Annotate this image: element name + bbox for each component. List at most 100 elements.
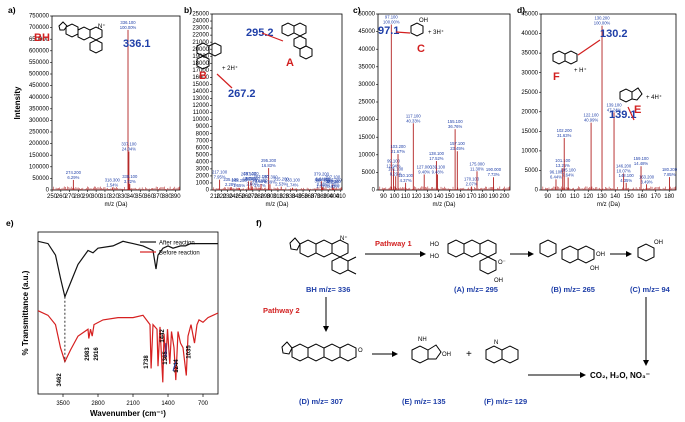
plot-frame xyxy=(540,13,677,191)
molecule-bh: N⁺ xyxy=(58,21,106,54)
peak-label: 297.300 xyxy=(262,174,278,179)
peak-label: 47.24% xyxy=(607,107,621,112)
y-axis-label: % Transmittance (a.u.) xyxy=(21,270,30,355)
peak-label: 318.300 xyxy=(105,178,121,183)
peak-label: 4.39% xyxy=(264,179,276,184)
arrow-head-final-2 xyxy=(643,360,649,366)
peak-label: 146.200 xyxy=(616,163,632,168)
peak-label: 6.73% xyxy=(245,176,257,181)
peak-label: 217.100 xyxy=(212,170,228,175)
peak-label: 148.100 xyxy=(619,173,635,178)
oh-label-c: OH xyxy=(419,18,428,24)
x-tick-label: 90 xyxy=(380,194,387,200)
x-tick-label: 260 xyxy=(56,194,67,200)
species-label-f: F xyxy=(553,71,560,83)
peak-label: 2.28% xyxy=(225,182,237,187)
peak-label: 159.100 xyxy=(633,156,649,161)
arrow-head-final-1 xyxy=(580,372,586,378)
peak-highlight-b-main: 295.2 xyxy=(246,27,274,39)
peak-label: 139.100 xyxy=(606,102,622,107)
peak-label: 338.100 xyxy=(122,174,138,179)
y-tick-label: 200000 xyxy=(29,141,50,147)
y-tick-label: 24000 xyxy=(192,19,209,25)
peak-label: 155.100 xyxy=(448,119,464,124)
peak-label: 7.64% xyxy=(562,172,574,177)
peak-label: 103.200 xyxy=(390,144,406,149)
y-tick-label: 21000 xyxy=(192,40,209,46)
chart-b: 0100020003000400050006000700080009000100… xyxy=(192,12,346,208)
y-tick-label: 5000 xyxy=(362,170,376,176)
panel-label-b: b) xyxy=(184,5,192,15)
x-tick-label: 150 xyxy=(624,194,635,200)
charge-c: + 3H⁺ xyxy=(428,29,444,36)
y-tick-label: 8000 xyxy=(196,131,210,137)
x-tick-label: 300 xyxy=(91,194,102,200)
x-tick-label: 160 xyxy=(637,194,648,200)
peak-label: 100.00% xyxy=(383,20,400,25)
y-tick-label: 20000 xyxy=(358,117,375,123)
peak-label: 4.25% xyxy=(327,179,339,184)
molecule-a-large xyxy=(447,239,497,275)
peak-label: 2.60% xyxy=(246,182,258,187)
b-oh-1: OH xyxy=(596,252,605,258)
peak-label: 14.48% xyxy=(634,161,648,166)
y-tick-label: 500000 xyxy=(29,72,50,78)
y-tick-label: 550000 xyxy=(29,60,50,66)
x-tick-label: 260 xyxy=(242,194,253,200)
y-tick-label: 16000 xyxy=(192,75,209,81)
species-label-bh: BH xyxy=(34,32,50,44)
legend-label: Before reaction xyxy=(159,251,200,257)
y-tick-label: 350000 xyxy=(29,106,50,112)
peak-label: 315.200 xyxy=(274,177,290,182)
peak-label: 9.48% xyxy=(432,169,444,174)
peak-label: 295.200 xyxy=(261,158,277,163)
peak-label: 101.100 xyxy=(388,166,404,171)
x-tick-label: 350 xyxy=(298,194,309,200)
peak-label: 110.100 xyxy=(398,173,413,178)
y-tick-label: 35000 xyxy=(358,64,375,70)
arrow-d-sec xyxy=(627,106,635,121)
y-tick-label: 11000 xyxy=(193,110,210,116)
molecule-a-inset xyxy=(281,22,313,60)
arrow-head-p1 xyxy=(420,251,426,257)
peak-label: 235.100 xyxy=(223,177,239,182)
y-axis-label: Intensity xyxy=(13,86,22,119)
species-label-e: E xyxy=(634,104,641,116)
peak-annotation: 1442 xyxy=(160,329,166,343)
peak-label: 381.300 xyxy=(315,177,331,182)
x-tick-label: 190 xyxy=(488,194,499,200)
peak-label: 21.67% xyxy=(391,149,405,154)
a-oh-3: OH xyxy=(494,278,503,284)
x-axis-label: m/z (Da) xyxy=(105,202,128,208)
x-tick-label: 370 xyxy=(153,194,164,200)
x-tick-label: 210 xyxy=(210,194,221,200)
peak-label: 263.100 xyxy=(241,171,257,176)
peak-annotation: 2983 xyxy=(85,347,91,361)
peak-annotation: 1035 xyxy=(186,345,192,359)
x-tick-label: 410 xyxy=(336,194,347,200)
highlight-arrows xyxy=(216,31,635,121)
x-tick-label: 380 xyxy=(162,194,173,200)
arrow-b-main xyxy=(261,32,284,42)
x-tick-label: 390 xyxy=(171,194,182,200)
peak-label: 102.200 xyxy=(557,128,573,133)
peak-label: 398.100 xyxy=(326,179,342,184)
y-tick-label: 5000 xyxy=(196,152,210,158)
x-tick-label: 180 xyxy=(664,194,675,200)
panel-label-e: e) xyxy=(6,218,14,228)
peak-label: 379.200 xyxy=(314,171,330,176)
y-tick-label: 10000 xyxy=(358,152,375,158)
peak-label: 8.29% xyxy=(390,171,402,176)
y-tick-label: 1000 xyxy=(196,181,210,187)
x-tick-label: 380 xyxy=(317,194,328,200)
y-tick-label: 0 xyxy=(46,188,50,194)
x-axis-label: m/z (Da) xyxy=(433,202,456,208)
y-tick-label: 0 xyxy=(535,188,539,194)
x-tick-label: 270 xyxy=(65,194,76,200)
peak-label: 190.000 xyxy=(486,167,502,172)
x-tick-label: 240 xyxy=(229,194,240,200)
y-tick-label: 20000 xyxy=(192,47,209,53)
pathway-label-f: (F) m/z= 129 xyxy=(484,397,527,406)
peak-label: 7.95% xyxy=(214,175,226,180)
